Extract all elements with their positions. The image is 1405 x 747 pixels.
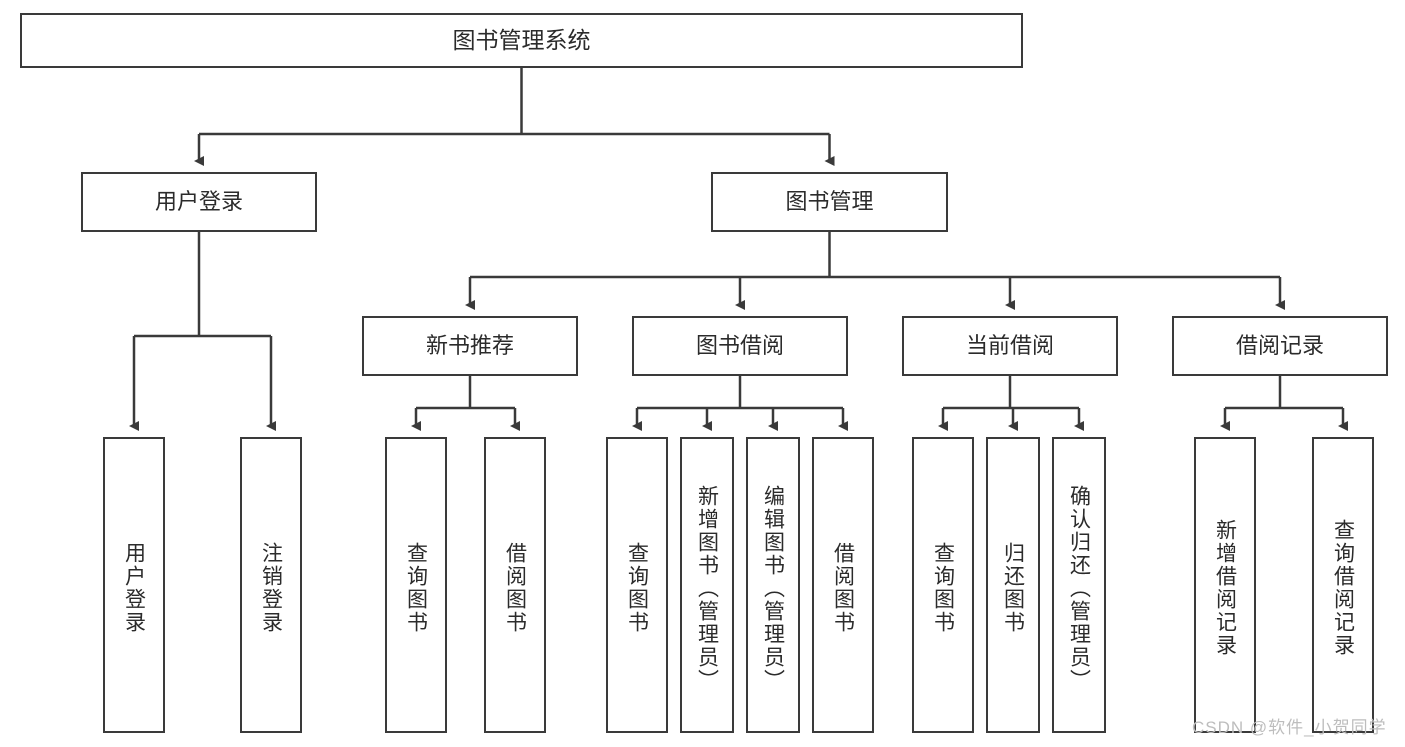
node-label: 图书管理 <box>785 189 874 215</box>
node-book-manage[interactable]: 图书管理 <box>711 172 948 232</box>
node-current-borrow[interactable]: 当前借阅 <box>902 316 1118 376</box>
node-label: 查询图书 <box>625 542 649 634</box>
node-label: 新增借阅记录 <box>1213 519 1237 657</box>
node-label: 借阅图书 <box>503 542 527 634</box>
node-leaf-bb-borrow[interactable]: 借阅图书 <box>812 437 874 733</box>
node-label: 图书管理系统 <box>452 27 591 54</box>
node-new-book-rec[interactable]: 新书推荐 <box>362 316 578 376</box>
node-leaf-bb-query[interactable]: 查询图书 <box>606 437 668 733</box>
node-label: 新书推荐 <box>425 333 514 359</box>
node-leaf-br-query[interactable]: 查询借阅记录 <box>1312 437 1374 733</box>
node-leaf-user-logout[interactable]: 注销登录 <box>240 437 302 733</box>
node-label: 查询图书 <box>931 542 955 634</box>
node-label: 查询借阅记录 <box>1331 519 1355 657</box>
node-leaf-rec-query[interactable]: 查询图书 <box>385 437 447 733</box>
node-book-borrow[interactable]: 图书借阅 <box>632 316 848 376</box>
node-leaf-cb-confirm[interactable]: 确认归还（管理员） <box>1052 437 1106 733</box>
node-user-login[interactable]: 用户登录 <box>81 172 317 232</box>
node-leaf-br-add[interactable]: 新增借阅记录 <box>1194 437 1256 733</box>
node-leaf-user-login[interactable]: 用户登录 <box>103 437 165 733</box>
node-label: 归还图书 <box>1001 542 1025 634</box>
node-label: 用户登录 <box>154 189 243 215</box>
node-label: 用户登录 <box>122 542 146 634</box>
node-leaf-bb-edit[interactable]: 编辑图书（管理员） <box>746 437 800 733</box>
node-label: 新增图书（管理员） <box>695 484 719 692</box>
watermark-text: CSDN @软件_小贺同学 <box>1192 718 1387 737</box>
node-label: 查询图书 <box>404 542 428 634</box>
node-label: 借阅记录 <box>1235 333 1324 359</box>
node-root[interactable]: 图书管理系统 <box>20 13 1023 68</box>
node-leaf-rec-borrow[interactable]: 借阅图书 <box>484 437 546 733</box>
node-borrow-record[interactable]: 借阅记录 <box>1172 316 1388 376</box>
node-label: 当前借阅 <box>965 333 1054 359</box>
node-label: 注销登录 <box>259 542 283 634</box>
node-label: 确认归还（管理员） <box>1067 484 1091 692</box>
node-leaf-cb-query[interactable]: 查询图书 <box>912 437 974 733</box>
node-label: 图书借阅 <box>695 333 784 359</box>
node-leaf-bb-add[interactable]: 新增图书（管理员） <box>680 437 734 733</box>
node-leaf-cb-return[interactable]: 归还图书 <box>986 437 1040 733</box>
node-label: 编辑图书（管理员） <box>761 484 785 692</box>
node-label: 借阅图书 <box>831 542 855 634</box>
